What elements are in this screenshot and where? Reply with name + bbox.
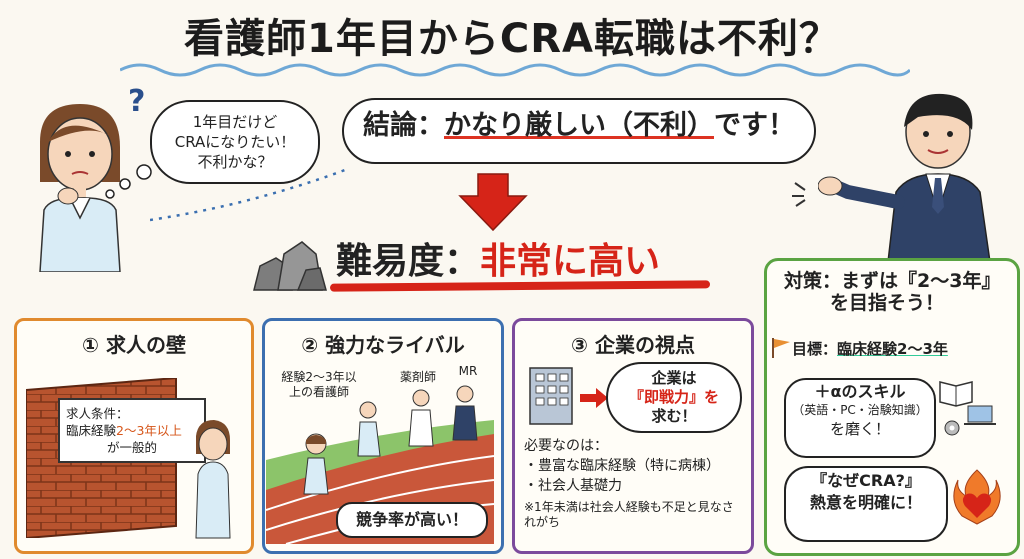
list-item: ・豊富な臨床経験（特に病棟） [524,458,720,474]
thought-bubble: 1年目だけど CRAになりたい！ 不利かな？ [150,100,320,184]
pharmacist-illustration [408,389,434,447]
speech-bubble-company: 企業は 『即戦力』を 求む！ [606,362,742,433]
arrow-right-icon [580,388,608,408]
goal-line: 目標：臨床経験2～3年 [792,340,948,358]
list-item: ・社会人基礎力 [524,478,622,494]
nurse-illustration [39,104,121,272]
question-mark-icon: ? [128,84,146,119]
panel-title: ① 求人の壁 [82,333,186,357]
conclusion-main: かなり厳しい（不利） [444,110,714,141]
businessman-illustration [818,93,991,262]
book-laptop-gear-icon [939,381,996,436]
needs-list: 必要なのは： ・豊富な臨床経験（特に病棟） ・社会人基礎力 ※1年未満は社会人経… [524,436,744,530]
nurse-runner-illustration [303,433,329,495]
page-title: 看護師1年目からCRA転職は不利？ [184,16,840,62]
rocks-icon [253,241,327,291]
nurse-small-illustration [195,420,231,539]
mr-illustration [452,385,478,441]
dotted-connector [150,168,346,222]
passion-bubble: 『なぜCRA?』 熱意を明確に！ [784,466,948,542]
speech-bubble-competition: 競争率が高い！ [336,502,488,538]
difficulty-value: 非常に高い [480,241,661,282]
wavy-underline [120,63,910,77]
footnote: ※1年未満は社会人経験も不足と見なされがち [524,500,734,529]
thought-dots [105,164,152,199]
panel-title: ② 強力なライバル [301,333,465,357]
conclusion-bubble: 結論：かなり厳しい（不利）です！ [342,98,816,164]
skill-bubble: ＋αのスキル （英語・PC・治験知識） を磨く！ [784,378,936,458]
strategy-title: 対策：まずは『2～3年』 を目指そう！ [784,270,1001,314]
arrow-down-icon [458,173,528,232]
difficulty-heading: 難易度：非常に高い [336,241,661,282]
rival-label-nurse: 経験2～3年以上の看護師 [281,370,357,399]
panel-company-view: ③ 企業の視点 [512,318,754,554]
rival-label-pharmacist: 薬剤師 [399,370,436,384]
runner-illustration [357,401,381,457]
sparkle-lines [792,182,806,207]
burning-heart-icon [953,469,1001,525]
rival-label-mr: MR [458,364,478,378]
requirement-sign: 求人条件： 臨床経験2～3年以上 が一般的 [58,398,206,463]
panel-title: ③ 企業の視点 [571,333,695,357]
building-icon [529,367,573,425]
flag-icon [772,338,790,358]
